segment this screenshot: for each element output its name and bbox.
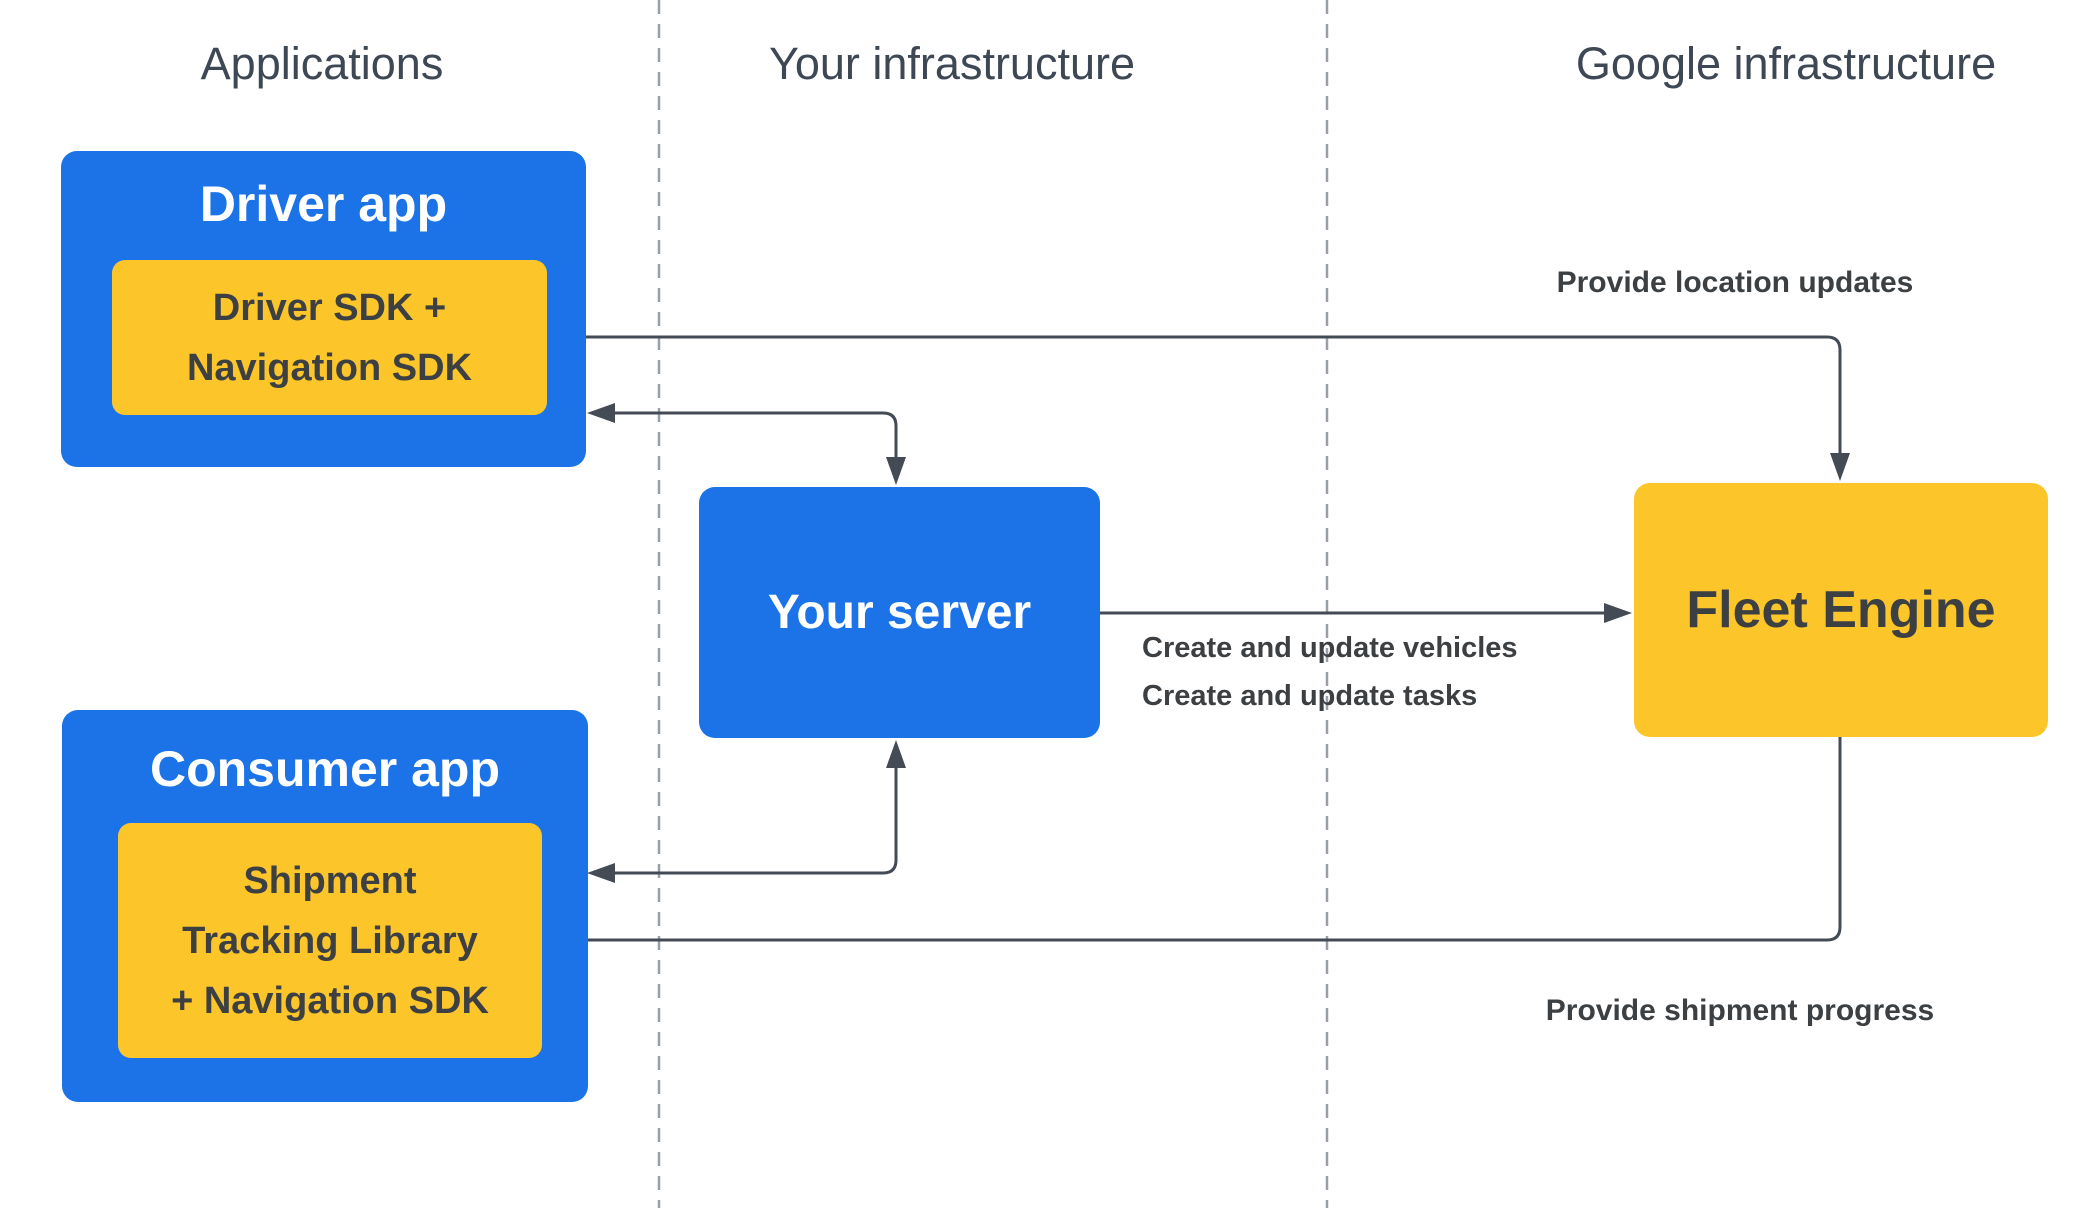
shipment-label-line3: + Navigation SDK bbox=[171, 979, 489, 1022]
label-create-update-group: Create and update vehicles Create and up… bbox=[1142, 624, 1518, 720]
label-provide-shipment-progress: Provide shipment progress bbox=[1545, 994, 1935, 1027]
shipment-label-line2: Tracking Library bbox=[182, 919, 478, 962]
driver-app-title: Driver app bbox=[199, 176, 448, 232]
node-driver-app: Driver app Driver SDK + Navigation SDK bbox=[61, 151, 586, 467]
your-server-title: Your server bbox=[767, 586, 1032, 639]
shipment-label-line1: Shipment bbox=[243, 859, 417, 902]
edge-fleet-engine-consumer-app bbox=[542, 737, 1842, 950]
driver-sdk-box: Driver SDK + Navigation SDK bbox=[112, 260, 547, 415]
consumer-app-title: Consumer app bbox=[149, 741, 501, 797]
driver-sdk-label-line1: Driver SDK + bbox=[212, 286, 447, 329]
node-fleet-engine: Fleet Engine bbox=[1634, 483, 2048, 737]
edge-consumer-app-your-server bbox=[587, 740, 906, 883]
node-consumer-app: Consumer app Shipment Tracking Library +… bbox=[62, 710, 588, 1102]
label-create-update-vehicles: Create and update vehicles bbox=[1142, 632, 1518, 664]
shipment-tracking-library-box: Shipment Tracking Library + Navigation S… bbox=[118, 823, 542, 1058]
label-create-update-tasks: Create and update tasks bbox=[1142, 680, 1478, 712]
column-header-google-infrastructure: Google infrastructure bbox=[1575, 38, 1997, 89]
edge-your-server-fleet-engine bbox=[1100, 603, 1632, 623]
fleet-engine-title: Fleet Engine bbox=[1686, 581, 1996, 639]
driver-sdk-label-line2: Navigation SDK bbox=[186, 346, 473, 389]
label-provide-location-updates: Provide location updates bbox=[1556, 266, 1914, 299]
node-your-server: Your server bbox=[699, 487, 1100, 738]
edge-driver-app-your-server bbox=[587, 403, 906, 485]
edge-driver-sdk-fleet-engine bbox=[549, 327, 1850, 481]
column-header-applications: Applications bbox=[200, 38, 444, 89]
column-header-your-infrastructure: Your infrastructure bbox=[768, 38, 1136, 89]
